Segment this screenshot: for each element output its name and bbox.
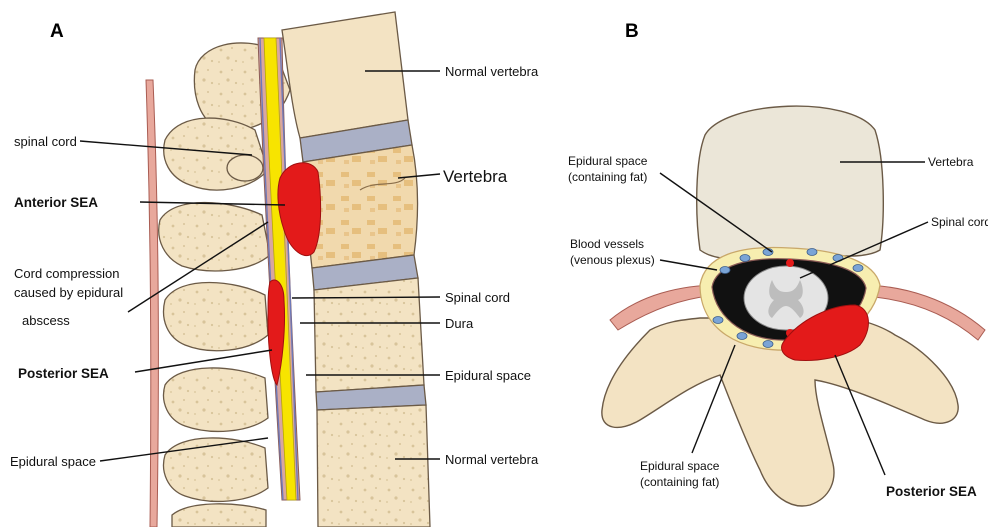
label-epidural-space-right: Epidural space <box>445 368 531 383</box>
label-cord-compression-2: caused by epidural <box>14 285 123 300</box>
label-dura: Dura <box>445 316 474 331</box>
label-anterior-sea: Anterior SEA <box>14 195 98 210</box>
panel-b: B <box>568 21 988 506</box>
label-epidural-fat-top-1: Epidural space <box>568 154 648 168</box>
label-cord-compression-3: abscess <box>22 313 70 328</box>
label-posterior-sea-a: Posterior SEA <box>18 366 109 381</box>
vertebral-body-b <box>697 106 884 259</box>
label-epidural-fat-bottom-2: (containing fat) <box>640 475 719 489</box>
label-vertebra-a: Vertebra <box>443 167 508 186</box>
label-posterior-sea-b: Posterior SEA <box>886 484 977 499</box>
label-spinal-cord-right: Spinal cord <box>445 290 510 305</box>
label-epidural-fat-bottom-1: Epidural space <box>640 459 720 473</box>
normal-vertebra-bottom <box>317 405 430 527</box>
panel-b-letter: B <box>625 21 639 42</box>
label-epidural-fat-top-2: (containing fat) <box>568 170 647 184</box>
label-epidural-space-left: Epidural space <box>10 454 96 469</box>
normal-vertebra-top <box>282 12 408 138</box>
panel-a-letter: A <box>50 21 64 42</box>
label-spinal-cord-b: Spinal cord <box>931 215 988 229</box>
label-spinal-cord-left: spinal cord <box>14 134 77 149</box>
label-blood-vessels-1: Blood vessels <box>570 237 644 251</box>
vertebral-bodies <box>282 12 430 527</box>
label-blood-vessels-2: (venous plexus) <box>570 253 655 267</box>
label-normal-vertebra-top: Normal vertebra <box>445 64 539 79</box>
label-vertebra-b: Vertebra <box>928 155 974 169</box>
panel-a: A <box>10 12 539 527</box>
label-normal-vertebra-bottom: Normal vertebra <box>445 452 539 467</box>
label-cord-compression-1: Cord compression <box>14 266 120 281</box>
